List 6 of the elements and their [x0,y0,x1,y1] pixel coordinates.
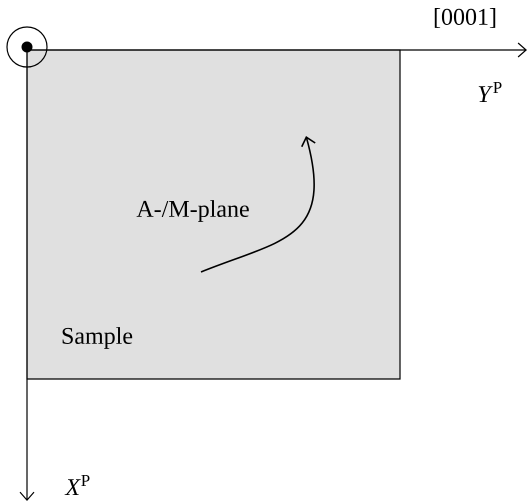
direction-label: [0001] [434,8,496,28]
axis-label: Y$^{P}$ [478,82,502,102]
sample-square [26,49,401,380]
plane-label: A-/M-plane [136,200,249,222]
sample-label: Sample [62,327,132,349]
axis-label: X$^{P}$ [64,475,90,496]
